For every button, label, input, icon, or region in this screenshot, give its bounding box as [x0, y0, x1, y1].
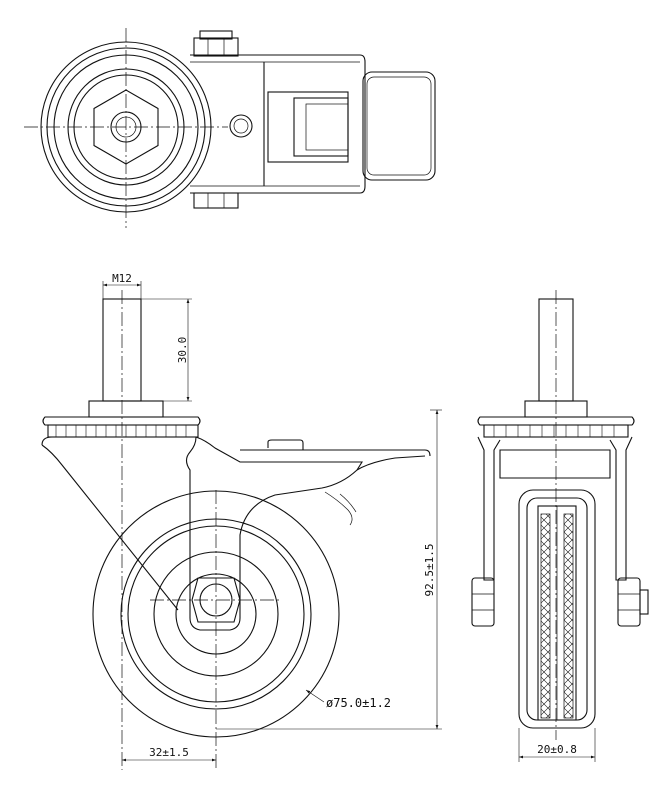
front-view — [41, 290, 431, 770]
axle-nut-front — [191, 577, 241, 623]
dim-width: 20±0.8 — [537, 743, 577, 756]
side-view — [471, 290, 649, 740]
top-view — [24, 28, 436, 228]
dim-offset: 32±1.5 — [149, 746, 189, 759]
dim-thread: M12 — [112, 272, 132, 285]
dim-height: 92.5±1.5 — [423, 544, 436, 597]
dim-stem-length: 30.0 — [176, 337, 189, 364]
wheel-side — [518, 489, 596, 729]
dimensions: M12 30.0 92.5±1.5 ø75.0±1.2 32±1.5 20±0.… — [102, 272, 596, 762]
dim-wheel-diameter: ø75.0±1.2 — [326, 696, 391, 710]
